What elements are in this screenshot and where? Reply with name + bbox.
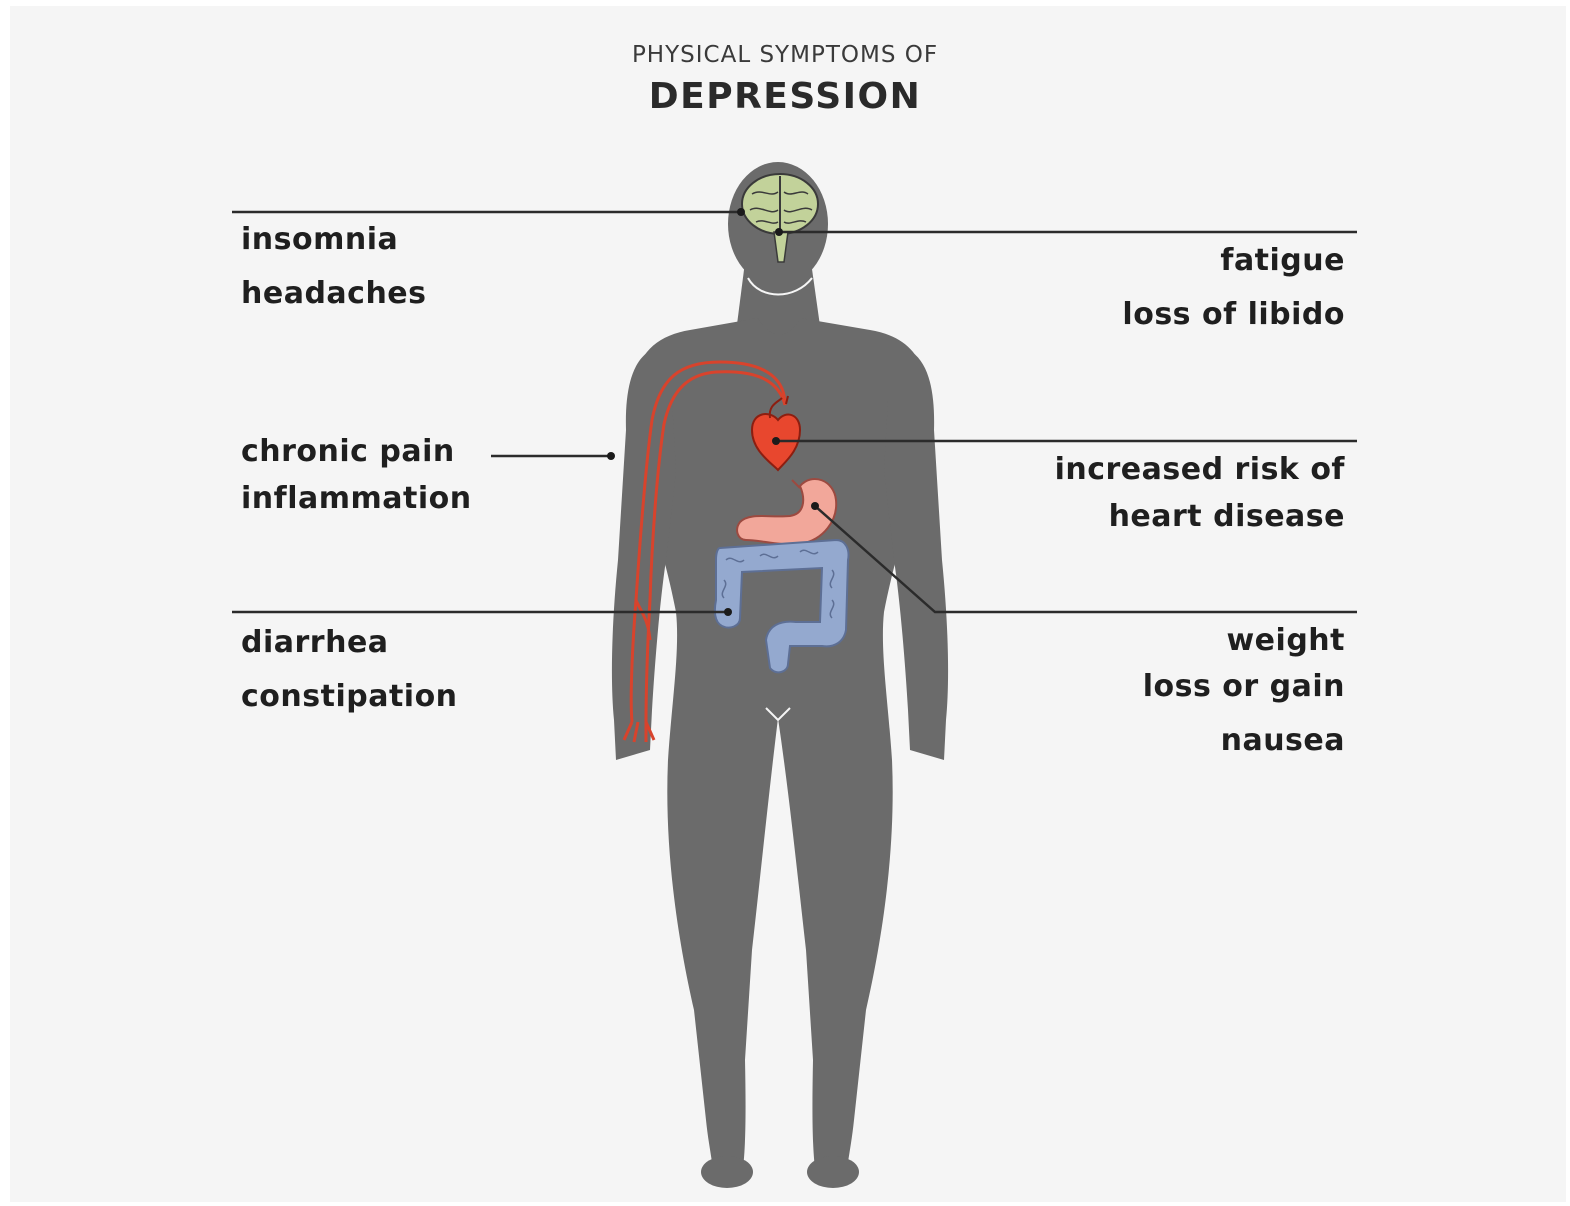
label-insomnia: insomnia [241,222,398,257]
label-weight: weight [1226,623,1345,658]
label-weight-loss-or-gain: loss or gain [1143,669,1345,704]
label-fatigue: fatigue [1220,243,1345,278]
label-chronic-pain: chronic pain [241,434,455,469]
label-inflammation: inflammation [241,481,472,516]
label-heart-risk: increased risk of [1055,452,1345,487]
label-diarrhea: diarrhea [241,625,389,660]
subtitle: PHYSICAL SYMPTOMS OF [0,42,1570,68]
label-constipation: constipation [241,679,458,714]
page-title: DEPRESSION [0,76,1570,117]
label-loss-of-libido: loss of libido [1122,297,1345,332]
label-heart-disease: heart disease [1109,499,1345,534]
label-nausea: nausea [1221,723,1345,758]
label-headaches: headaches [241,276,427,311]
